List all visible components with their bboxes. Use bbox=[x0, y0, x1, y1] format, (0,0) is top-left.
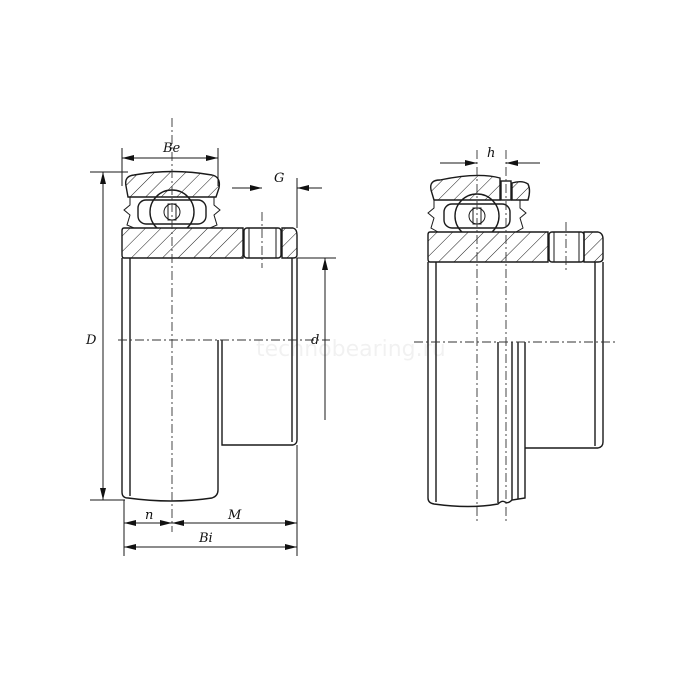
sleeve-extension bbox=[221, 258, 298, 446]
seal-left bbox=[123, 197, 135, 229]
inner-ring bbox=[121, 227, 298, 259]
seal-right bbox=[209, 197, 221, 229]
left-view: Be G D d n M Bi bbox=[85, 118, 336, 556]
label-be: Be bbox=[162, 141, 181, 156]
set-screw bbox=[548, 231, 585, 263]
outer-ring bbox=[124, 170, 221, 198]
inner-ring bbox=[427, 231, 604, 263]
sleeve-outline bbox=[121, 258, 219, 502]
label-m: M bbox=[227, 508, 242, 523]
label-d-outer: D bbox=[85, 333, 97, 348]
watermark: technobearing.ru bbox=[256, 337, 446, 362]
sleeve-extension bbox=[525, 262, 604, 449]
sleeve-outline bbox=[427, 262, 526, 508]
label-d-bore: d bbox=[311, 333, 319, 348]
right-view: h bbox=[414, 146, 616, 522]
label-g: G bbox=[274, 171, 284, 186]
label-n: n bbox=[145, 508, 153, 523]
label-h: h bbox=[487, 146, 495, 161]
label-bi: Bi bbox=[198, 531, 213, 546]
set-screw bbox=[243, 227, 282, 259]
outer-ring bbox=[430, 174, 501, 201]
outer-ring-lube-side bbox=[511, 181, 531, 201]
